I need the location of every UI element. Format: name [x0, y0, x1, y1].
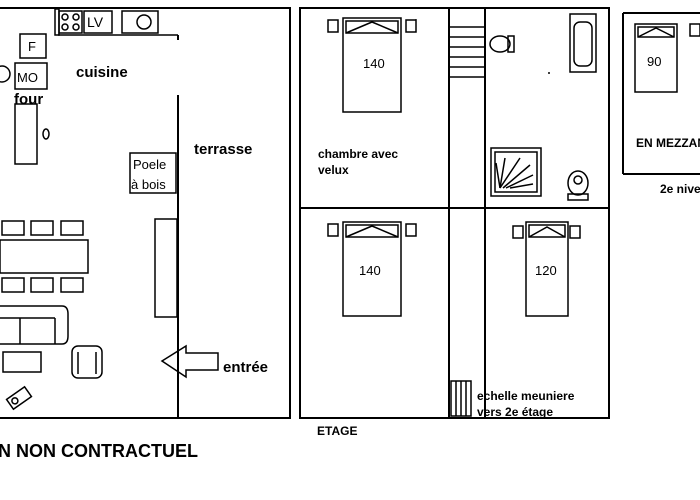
ground-floor: [0, 7, 291, 419]
washbasin-icon: [567, 170, 589, 201]
cooktop-icon: [58, 10, 83, 34]
bed3-size: 120: [535, 263, 557, 278]
sink-icon: [121, 10, 159, 34]
oven-label: four: [14, 91, 43, 108]
stairs-icon: [449, 26, 485, 78]
bed4-size: 90: [647, 54, 661, 69]
dishwasher-label: LV: [87, 14, 104, 30]
toilet-icon: [489, 35, 515, 53]
appliance-icon: [0, 65, 11, 83]
stove-label-line2: à bois: [131, 177, 166, 192]
microwave-label: MO: [17, 70, 38, 85]
fridge-label: F: [28, 39, 36, 54]
dishwasher-icon: [83, 10, 113, 34]
chair-icon: [60, 277, 84, 293]
first-floor-label: ETAGE: [317, 424, 357, 438]
chair-icon: [1, 277, 25, 293]
ladder-icon: [450, 380, 472, 417]
room-note-line2: velux: [318, 163, 349, 177]
second-floor: [622, 12, 700, 175]
kitchen-label: cuisine: [76, 64, 128, 81]
terrace-bench: [154, 218, 178, 318]
bed-icon: [327, 221, 417, 317]
room-note: chambre avec: [318, 147, 398, 161]
bed-icon: [634, 23, 700, 93]
chair-icon: [30, 220, 54, 236]
stove-icon: [129, 152, 177, 194]
ladder-label-line2: vers 2e étage: [477, 405, 553, 419]
bed1-size: 140: [363, 56, 385, 71]
chair-icon: [1, 220, 25, 236]
bed-icon: [512, 221, 581, 317]
stove-label: Poele: [133, 157, 166, 172]
tv-icon: [5, 385, 33, 411]
mezzanine-label: EN MEZZANI: [636, 136, 700, 150]
disclaimer-label: N NON CONTRACTUEL: [0, 441, 198, 461]
second-floor-label: 2e nive: [660, 182, 700, 196]
bed-icon: [327, 17, 417, 113]
first-floor: [299, 7, 610, 419]
bathtub-icon: [569, 13, 597, 73]
knob-icon: [42, 128, 50, 140]
terrace-label: terrasse: [194, 141, 252, 158]
chair-icon: [30, 277, 54, 293]
sofa-icon: [0, 305, 69, 345]
entrance-label: entrée: [223, 359, 268, 376]
dining-table: [0, 239, 89, 274]
entrance-arrow-icon: [160, 344, 219, 379]
chair-icon: [60, 220, 84, 236]
shower-icon: [490, 147, 542, 197]
microwave-icon: [14, 62, 48, 90]
bed2-size: 140: [359, 263, 381, 278]
armchair-icon: [71, 345, 103, 379]
ladder-label: echelle meuniere: [477, 389, 575, 403]
first-floor-outline: [299, 7, 610, 419]
coffee-table: [2, 351, 42, 373]
fridge-icon: [19, 33, 47, 59]
oven-column-icon: [14, 103, 38, 165]
